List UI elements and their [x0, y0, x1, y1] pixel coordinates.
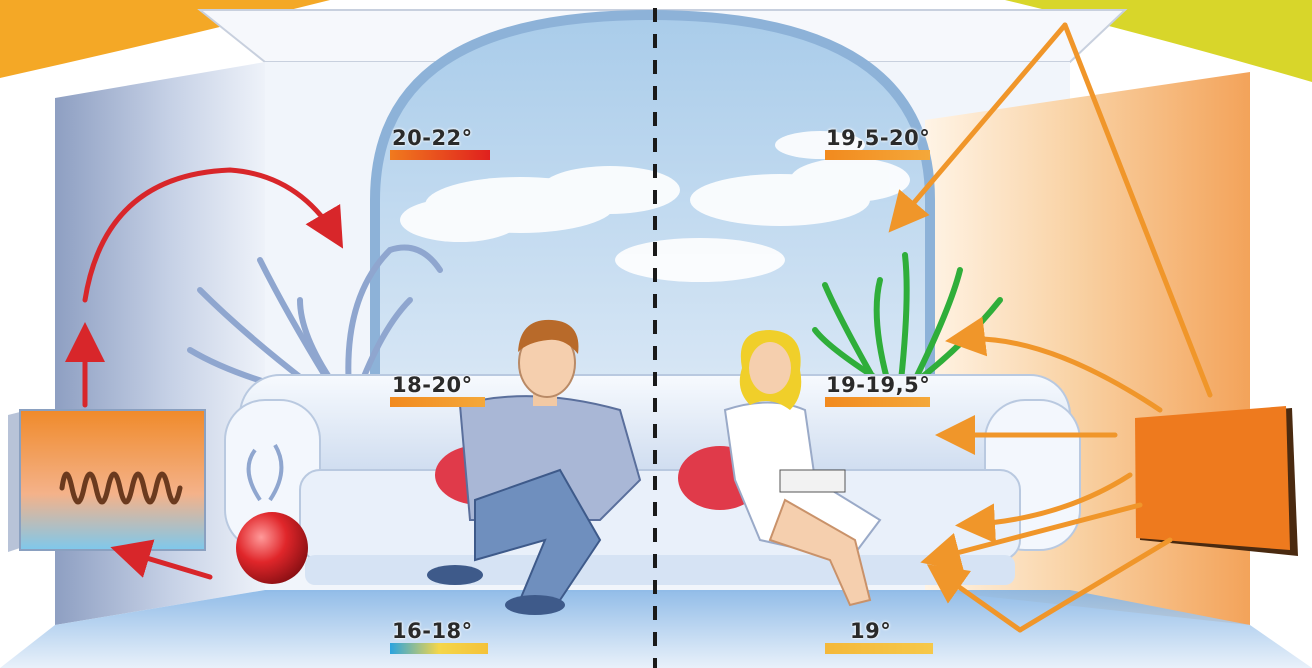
- infrared-panel-icon: [1135, 406, 1298, 556]
- floor: [0, 590, 1312, 668]
- temp-bar-left-floor: [390, 643, 488, 654]
- convector-radiator-icon: [8, 410, 205, 552]
- temp-bar-right-top: [825, 150, 930, 160]
- temp-bar-left-top: [390, 150, 490, 160]
- temp-label-left-top: 20-22°: [392, 126, 473, 150]
- temp-bar-right-middle: [825, 397, 930, 407]
- temp-bar-left-middle: [390, 397, 485, 407]
- temp-bar-right-floor: [825, 643, 933, 654]
- temp-label-right-top: 19,5-20°: [826, 126, 930, 150]
- temp-label-right-floor: 19°: [850, 619, 891, 643]
- temp-label-left-floor: 16-18°: [392, 619, 473, 643]
- temp-label-right-middle: 19-19,5°: [826, 373, 930, 397]
- temp-label-left-middle: 18-20°: [392, 373, 473, 397]
